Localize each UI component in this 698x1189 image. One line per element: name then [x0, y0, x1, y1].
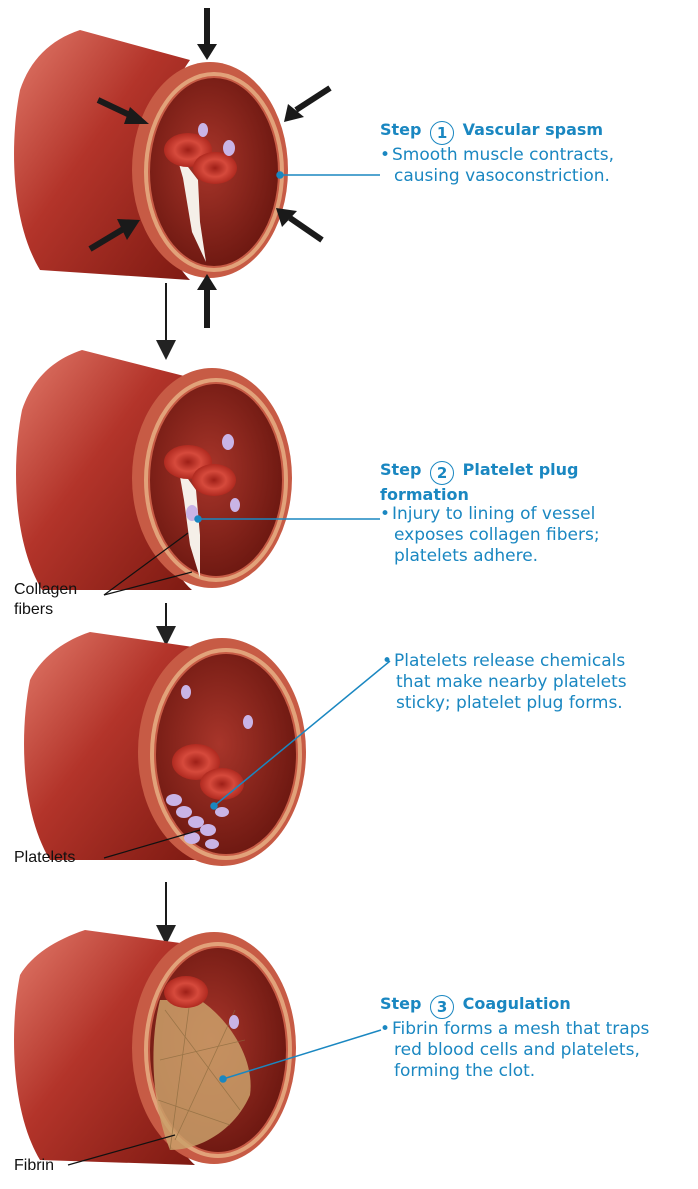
bullet-line: red blood cells and platelets,	[380, 1040, 649, 1061]
step-title: Vascular spasm	[463, 120, 603, 139]
collagen-fibers-label: Collagen fibers	[14, 580, 77, 620]
platelet	[230, 498, 240, 512]
red-blood-cell	[193, 152, 237, 184]
red-blood-cell	[164, 976, 208, 1008]
step-number-badge: 3	[430, 995, 454, 1019]
step-1-block: Step 1 Vascular spasm •Smooth muscle con…	[380, 120, 614, 187]
step-number-badge: 2	[430, 461, 454, 485]
step-1-bullet: •Smooth muscle contracts, causing vasoco…	[380, 145, 614, 187]
step-1-heading: Step 1 Vascular spasm	[380, 120, 614, 145]
step-label: Step	[380, 994, 421, 1013]
step-title: Coagulation	[463, 994, 571, 1013]
vessel-1	[14, 30, 288, 280]
bullet-line: sticky; platelet plug forms.	[382, 693, 627, 714]
bullet-line: Injury to lining of vessel	[392, 504, 595, 524]
step-label: Step	[380, 460, 421, 479]
platelet	[229, 1015, 239, 1029]
arrow-downleft-icon	[296, 88, 330, 110]
platelet	[223, 140, 235, 156]
step-label: Step	[380, 120, 421, 139]
bullet-line: Platelets release chemicals	[394, 651, 625, 671]
step-3-bullet: •Fibrin forms a mesh that traps red bloo…	[380, 1019, 649, 1082]
bullet-line: platelets adhere.	[380, 546, 600, 567]
label-line: fibers	[14, 600, 77, 620]
platelet-release-bullet: •Platelets release chemicals that make n…	[382, 651, 627, 714]
arrow-upleft-icon	[290, 218, 322, 240]
fibrin-label: Fibrin	[14, 1156, 54, 1176]
step-number-badge: 1	[430, 121, 454, 145]
label-line: Collagen	[14, 580, 77, 600]
step-3-block: Step 3 Coagulation •Fibrin forms a mesh …	[380, 994, 649, 1082]
step-2-heading: Step 2 Platelet plug	[380, 460, 600, 485]
red-blood-cell	[192, 464, 236, 496]
vessel-4	[14, 930, 296, 1165]
bullet-line: Fibrin forms a mesh that traps	[392, 1019, 649, 1039]
step-title-continued: formation	[380, 485, 600, 504]
step-title: Platelet plug	[463, 460, 579, 479]
vessel-3	[24, 632, 306, 866]
bullet-line: forming the clot.	[380, 1061, 649, 1082]
vessel-2	[16, 350, 292, 590]
step-2-bullet: •Injury to lining of vessel exposes coll…	[380, 504, 600, 567]
step-3-heading: Step 3 Coagulation	[380, 994, 649, 1019]
bullet-line: causing vasoconstriction.	[380, 166, 614, 187]
bullet-line: that make nearby platelets	[382, 672, 627, 693]
red-blood-cell	[200, 768, 244, 800]
platelets-label: Platelets	[14, 848, 75, 868]
step-2-block: Step 2 Platelet plug formation •Injury t…	[380, 460, 600, 567]
bullet-line: exposes collagen fibers;	[380, 525, 600, 546]
platelet	[198, 123, 208, 137]
bullet-line: Smooth muscle contracts,	[392, 145, 614, 165]
platelet	[222, 434, 234, 450]
platelet-release-block: •Platelets release chemicals that make n…	[382, 651, 627, 714]
